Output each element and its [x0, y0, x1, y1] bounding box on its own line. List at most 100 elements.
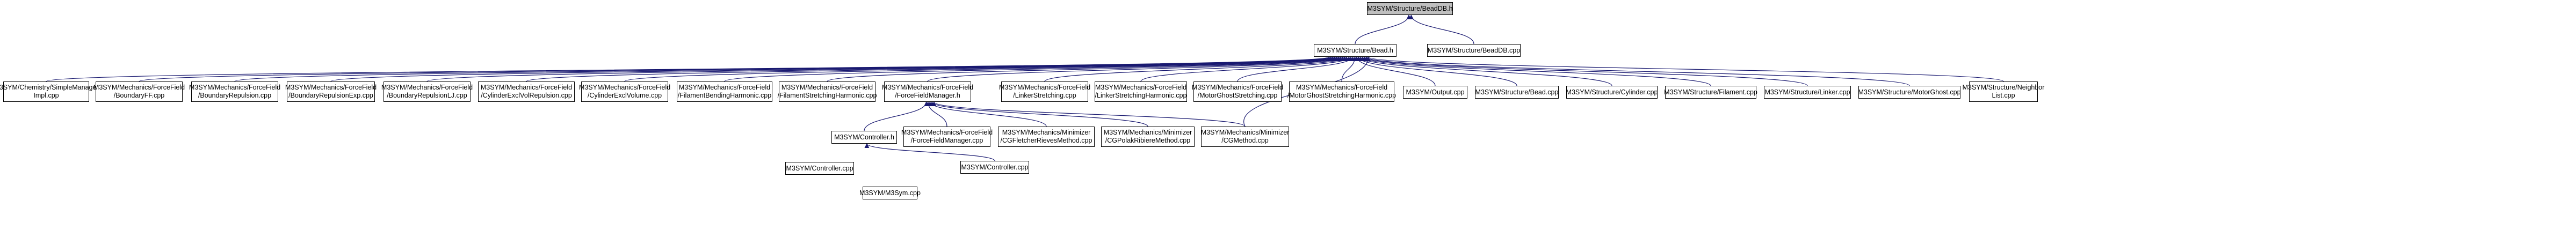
node-output-cpp-line-1: M3SYM/Output.cpp [1406, 88, 1465, 96]
node-boundaryff-line-1: M3SYM/Mechanics/ForceField [93, 84, 185, 91]
node-simplemanager-line-2: Impl.cpp [33, 92, 59, 99]
node-cylinder-cpp-line-1: M3SYM/Structure/Cylinder.cpp [1566, 88, 1658, 96]
node-boundaryrepulsion-line-2: /BoundaryRepulsion.cpp [198, 92, 272, 99]
node-simplemanager-line-1: M3SYM/Chemistry/SimpleManager [0, 84, 99, 91]
node-linkerstretchingharmonic[interactable]: M3SYM/Mechanics/ForceField /LinkerStretc… [1095, 81, 1187, 102]
node-cgfletcherrieves-line-2: /CGFletcherRievesMethod.cpp [1000, 137, 1092, 144]
node-filamentbending[interactable]: M3SYM/Mechanics/ForceField /FilamentBend… [677, 81, 772, 102]
edge-linkerstretching-to-bead-h [1044, 56, 1351, 82]
node-boundaryrepulsion[interactable]: M3SYM/Mechanics/ForceField /BoundaryRepu… [189, 81, 281, 102]
node-bead-h-line-1: M3SYM/Structure/Bead.h [1317, 46, 1393, 54]
node-controller-cpp-bottom-line-1: M3SYM/Controller.cpp [786, 164, 853, 172]
node-cgmethod-line-2: /CGMethod.cpp [1221, 137, 1269, 144]
edge-output-cpp-to-bead-h [1354, 56, 1436, 86]
edge-forcefieldmanager-h-to-bead-h [927, 56, 1349, 82]
node-cylinderexclvolume[interactable]: M3SYM/Mechanics/ForceField /CylinderExcl… [578, 81, 671, 102]
node-neighborlist-cpp-line-1: M3SYM/Structure/Neighbor [1962, 84, 2045, 91]
node-boundaryrepulsionexp[interactable]: M3SYM/Mechanics/ForceField /BoundaryRepu… [285, 81, 377, 102]
node-linkerstretching[interactable]: M3SYM/Mechanics/ForceField /LinkerStretc… [999, 81, 1090, 102]
edge-filamentstretching-to-bead-h [827, 56, 1347, 82]
node-boundaryff[interactable]: M3SYM/Mechanics/ForceField /BoundaryFF.c… [93, 81, 185, 102]
node-forcefieldmanager-cpp[interactable]: M3SYM/Mechanics/ForceField /ForceFieldMa… [901, 127, 993, 147]
edge-bead-h-to-root [1355, 14, 1412, 44]
node-root[interactable]: M3SYM/Structure/BeadDB.h [1367, 2, 1453, 15]
node-m3sym-cpp[interactable]: M3SYM/M3Sym.cpp [859, 187, 921, 199]
node-filament-cpp-line-1: M3SYM/Structure/Filament.cpp [1664, 88, 1757, 96]
node-root-line-1: M3SYM/Structure/BeadDB.h [1367, 4, 1453, 12]
node-linker-cpp[interactable]: M3SYM/Structure/Linker.cpp [1764, 86, 1851, 99]
node-forcefieldmanager-cpp-line-1: M3SYM/Mechanics/ForceField [901, 129, 993, 136]
node-controller-h[interactable]: M3SYM/Controller.h [831, 131, 897, 144]
edge-neighborlist-cpp-to-bead-h [1366, 56, 2004, 82]
edge-cgfletcherrieves-to-forcefieldmanager-h [927, 101, 1047, 127]
edge-controller-cpp-top-to-controller-h [864, 143, 995, 161]
node-cgpolakribiere-line-2: /CGPolakRibiereMethod.cpp [1105, 137, 1191, 144]
node-cylinderexclvolume-line-2: /CylinderExclVolume.cpp [587, 92, 662, 99]
node-cgpolakribiere-line-1: M3SYM/Mechanics/Minimizer [1103, 129, 1192, 136]
node-boundaryff-line-2: /BoundaryFF.cpp [113, 92, 165, 99]
node-cgfletcherrieves[interactable]: M3SYM/Mechanics/Minimizer /CGFletcherRie… [998, 127, 1095, 147]
node-motorghoststretching-line-1: M3SYM/Mechanics/ForceField [1191, 84, 1284, 91]
node-controller-cpp-bottom[interactable]: M3SYM/Controller.cpp [785, 162, 854, 175]
node-cgmethod[interactable]: M3SYM/Mechanics/Minimizer /CGMethod.cpp [1201, 127, 1289, 147]
edge-controller-h-to-forcefieldmanager-h [864, 101, 929, 131]
edge-motorghoststretching-to-bead-h [1237, 56, 1356, 82]
node-linkerstretchingharmonic-line-2: /LinkerStretchingHarmonic.cpp [1095, 92, 1187, 99]
edge-cgmethod-to-forcefieldmanager-h [931, 101, 1246, 127]
node-forcefieldmanager-h-line-2: /ForceFieldManager.h [895, 92, 960, 99]
node-controller-cpp-top-line-1: M3SYM/Controller.cpp [961, 163, 1029, 171]
node-beaddb-cpp[interactable]: M3SYM/Structure/BeadDB.cpp [1427, 44, 1521, 57]
edge-linkerstretchingharmonic-to-bead-h [1140, 56, 1354, 82]
edge-cgpolakribiere-to-forcefieldmanager-h [929, 101, 1148, 127]
edge-boundaryrepulsionlj-to-bead-h [426, 56, 1339, 82]
edge-motorghost-cpp-to-bead-h [1364, 56, 1910, 86]
edge-cylinderexclvolume-to-bead-h [624, 56, 1343, 82]
node-filamentbending-line-1: M3SYM/Mechanics/ForceField [678, 84, 771, 91]
node-forcefieldmanager-h[interactable]: M3SYM/Mechanics/ForceField /ForceFieldMa… [881, 81, 974, 102]
node-neighborlist-cpp[interactable]: M3SYM/Structure/Neighbor List.cpp [1963, 81, 2044, 102]
node-cylinderexclvolrepulsion-line-2: /CylinderExclVolRepulsion.cpp [481, 92, 572, 99]
node-beaddb-cpp-line-1: M3SYM/Structure/BeadDB.cpp [1427, 46, 1521, 54]
node-cgmethod-line-1: M3SYM/Mechanics/Minimizer [1200, 129, 1290, 136]
node-linkerstretchingharmonic-line-1: M3SYM/Mechanics/ForceField [1095, 84, 1187, 91]
node-motorghost-cpp-line-1: M3SYM/Structure/MotorGhost.cpp [1858, 88, 1961, 96]
node-bead-cpp-line-1: M3SYM/Structure/Bead.cpp [1475, 88, 1559, 96]
node-motorghoststretchingharmonic-line-1: M3SYM/Mechanics/ForceField [1296, 84, 1388, 91]
node-motorghoststretchingharmonic-line-2: /MotorGhostStretchingHarmonic.cpp [1287, 92, 1396, 99]
node-boundaryrepulsionexp-line-2: /BoundaryRepulsionExp.cpp [288, 92, 373, 99]
node-cgpolakribiere[interactable]: M3SYM/Mechanics/Minimizer /CGPolakRibier… [1101, 127, 1195, 147]
node-filamentstretching-line-1: M3SYM/Mechanics/ForceField [781, 84, 873, 91]
edge-boundaryrepulsionexp-to-bead-h [330, 56, 1337, 82]
node-filamentstretching-line-2: /FilamentStretchingHarmonic.cpp [777, 92, 877, 99]
node-filament-cpp[interactable]: M3SYM/Structure/Filament.cpp [1664, 86, 1757, 99]
node-bead-h[interactable]: M3SYM/Structure/Bead.h [1314, 44, 1396, 57]
node-motorghoststretching[interactable]: M3SYM/Mechanics/ForceField /MotorGhostSt… [1191, 81, 1284, 102]
node-cylinderexclvolrepulsion-line-1: M3SYM/Mechanics/ForceField [480, 84, 573, 91]
edge-filamentbending-to-bead-h [724, 56, 1345, 82]
edge-beaddb-cpp-to-root [1408, 14, 1474, 44]
edge-cylinder-cpp-to-bead-h [1358, 56, 1612, 86]
node-cylinder-cpp[interactable]: M3SYM/Structure/Cylinder.cpp [1566, 86, 1658, 99]
node-cylinderexclvolume-line-1: M3SYM/Mechanics/ForceField [578, 84, 671, 91]
node-cylinderexclvolrepulsion[interactable]: M3SYM/Mechanics/ForceField /CylinderExcl… [478, 81, 575, 102]
node-boundaryrepulsion-line-1: M3SYM/Mechanics/ForceField [189, 84, 281, 91]
node-boundaryrepulsionexp-line-1: M3SYM/Mechanics/ForceField [285, 84, 377, 91]
node-bead-cpp[interactable]: M3SYM/Structure/Bead.cpp [1475, 86, 1559, 99]
edge-boundaryff-to-bead-h [139, 56, 1333, 82]
node-linker-cpp-line-1: M3SYM/Structure/Linker.cpp [1764, 88, 1850, 96]
node-m3sym-cpp-line-1: M3SYM/M3Sym.cpp [859, 189, 921, 197]
node-motorghoststretching-line-2: /MotorGhostStretching.cpp [1197, 92, 1278, 99]
node-simplemanager[interactable]: M3SYM/Chemistry/SimpleManager Impl.cpp [0, 81, 99, 102]
node-filamentstretching[interactable]: M3SYM/Mechanics/ForceField /FilamentStre… [777, 81, 877, 102]
node-forcefieldmanager-cpp-line-2: /ForceFieldManager.cpp [910, 137, 983, 144]
node-motorghoststretchingharmonic[interactable]: M3SYM/Mechanics/ForceField /MotorGhostSt… [1287, 81, 1396, 102]
edge-filament-cpp-to-bead-h [1359, 56, 1711, 86]
node-controller-h-line-1: M3SYM/Controller.h [834, 133, 894, 141]
node-controller-cpp-top[interactable]: M3SYM/Controller.cpp [960, 161, 1029, 174]
edge-bead-cpp-to-bead-h [1356, 56, 1517, 86]
node-output-cpp[interactable]: M3SYM/Output.cpp [1403, 86, 1467, 99]
node-forcefieldmanager-h-line-1: M3SYM/Mechanics/ForceField [881, 84, 974, 91]
node-motorghost-cpp[interactable]: M3SYM/Structure/MotorGhost.cpp [1858, 86, 1961, 99]
node-boundaryrepulsionlj[interactable]: M3SYM/Mechanics/ForceField /BoundaryRepu… [381, 81, 473, 102]
